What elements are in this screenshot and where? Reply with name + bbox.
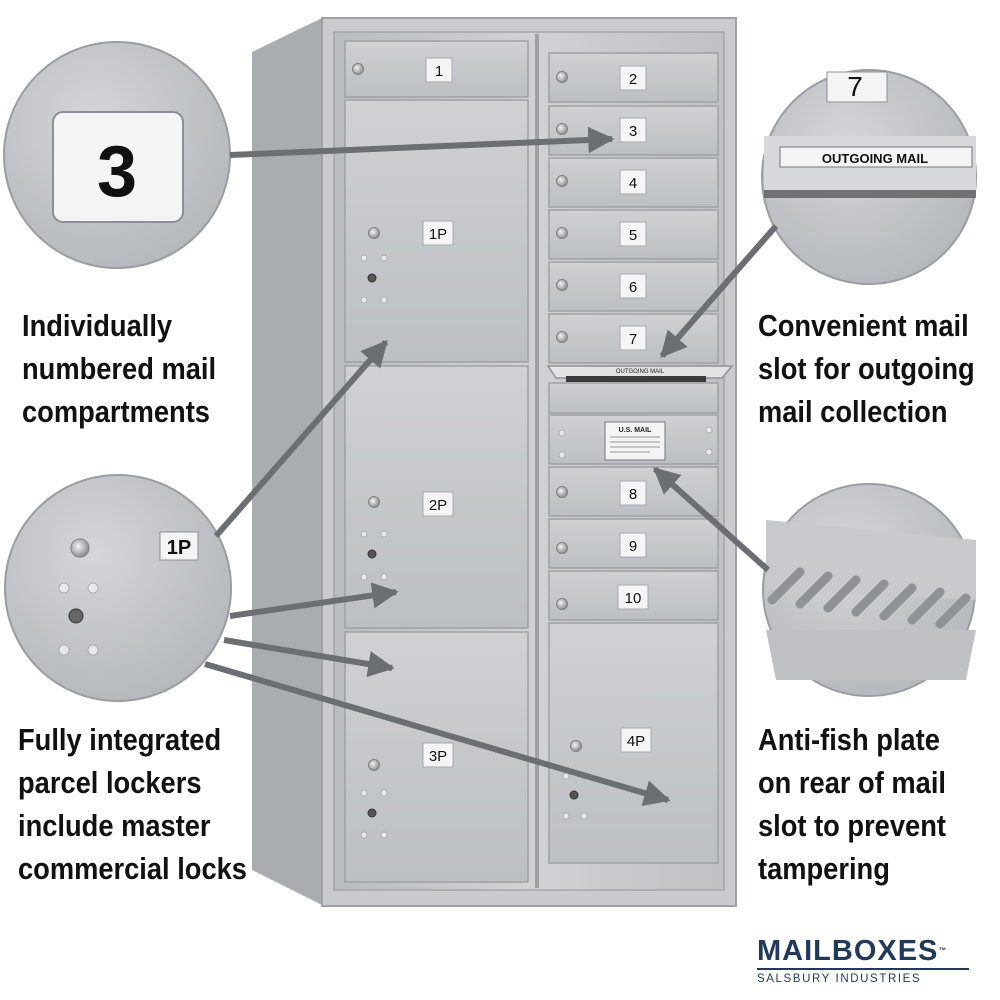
master-locks	[367, 273, 579, 818]
brand-name-row: MAILBOXES™	[757, 936, 977, 966]
brand-name: MAILBOXES	[757, 935, 939, 967]
door-locks	[352, 63, 582, 771]
parcel-label: 2P	[429, 497, 447, 514]
outgoing-slot-opening	[566, 376, 706, 382]
callout-numbered-compartments: Individually numbered mail compartments	[22, 304, 216, 433]
door-number: 4	[629, 175, 637, 192]
slot-label: OUTGOING MAIL	[616, 369, 665, 375]
callout-arrows	[204, 126, 779, 806]
parcel-label: 3P	[429, 748, 447, 765]
usps-plate	[604, 421, 666, 461]
brand-subtitle: SALSBURY INDUSTRIES	[757, 973, 922, 985]
arrow-to-parcel-2p	[229, 582, 399, 619]
callout-line: slot for outgoing	[758, 351, 975, 386]
callout-line: slot to prevent	[758, 808, 946, 843]
callout-line: Convenient mail	[758, 308, 969, 343]
callout-line: mail collection	[758, 394, 948, 429]
zoom-slot-label: OUTGOING MAIL	[822, 151, 928, 166]
brand-trademark: ™	[938, 946, 948, 955]
door-tags	[422, 57, 652, 768]
brand-logo: MAILBOXES™ SALSBURY INDUSTRIES	[757, 936, 977, 985]
callout-line: tampering	[758, 851, 890, 886]
zoom-circle-parcel: 1P	[4, 474, 232, 702]
door-number: 7	[629, 331, 637, 348]
callout-line: numbered mail	[22, 351, 217, 386]
door-number: 10	[625, 590, 642, 607]
arrow-to-parcel-3p	[223, 637, 395, 678]
callout-line: Anti-fish plate	[758, 722, 940, 757]
zoom-number-tag: 3	[97, 132, 137, 212]
arrow-to-parcel-4p	[204, 661, 671, 806]
door-number: 6	[629, 279, 637, 296]
zoom-parcel-tag: 1P	[167, 537, 191, 559]
callout-line: Individually	[22, 308, 173, 343]
usps-plate-title: U.S. MAIL	[619, 427, 652, 434]
callout-line: commercial locks	[18, 851, 247, 886]
zoom-circle-antifish	[762, 483, 976, 697]
slot-panel	[548, 382, 719, 414]
callout-line: parcel lockers	[18, 765, 202, 800]
callout-line: include master	[18, 808, 211, 843]
arrow-to-antifish	[653, 466, 770, 573]
door-number: 1	[435, 63, 443, 80]
callout-antifish: Anti-fish plate on rear of mail slot to …	[758, 718, 946, 890]
callout-outgoing-slot: Convenient mail slot for outgoing mail c…	[758, 304, 975, 433]
brand-rule	[757, 968, 969, 970]
zoom-circle-number: 3	[3, 41, 231, 269]
outgoing-slot-flap[interactable]	[546, 365, 734, 379]
arrow-to-parcel-1p	[213, 340, 389, 538]
door-number: 3	[629, 123, 637, 140]
zoom-slot-tag-number: 7	[847, 71, 863, 102]
callout-line: compartments	[22, 394, 210, 429]
callout-line: on rear of mail	[758, 765, 946, 800]
arrow-to-outgoing-slot	[659, 224, 779, 358]
door-number: 9	[629, 538, 637, 555]
callout-line: Fully integrated	[18, 722, 222, 757]
parcel-label: 4P	[627, 733, 645, 750]
arrow-to-door-3	[229, 126, 615, 158]
parcel-label: 1P	[429, 226, 447, 243]
door-number: 5	[629, 227, 637, 244]
door-number: 2	[629, 71, 637, 88]
zoom-circle-outgoing-slot: 7 OUTGOING MAIL	[761, 69, 977, 285]
door-number: 8	[629, 486, 637, 503]
callout-parcel-lockers: Fully integrated parcel lockers include …	[18, 718, 247, 890]
